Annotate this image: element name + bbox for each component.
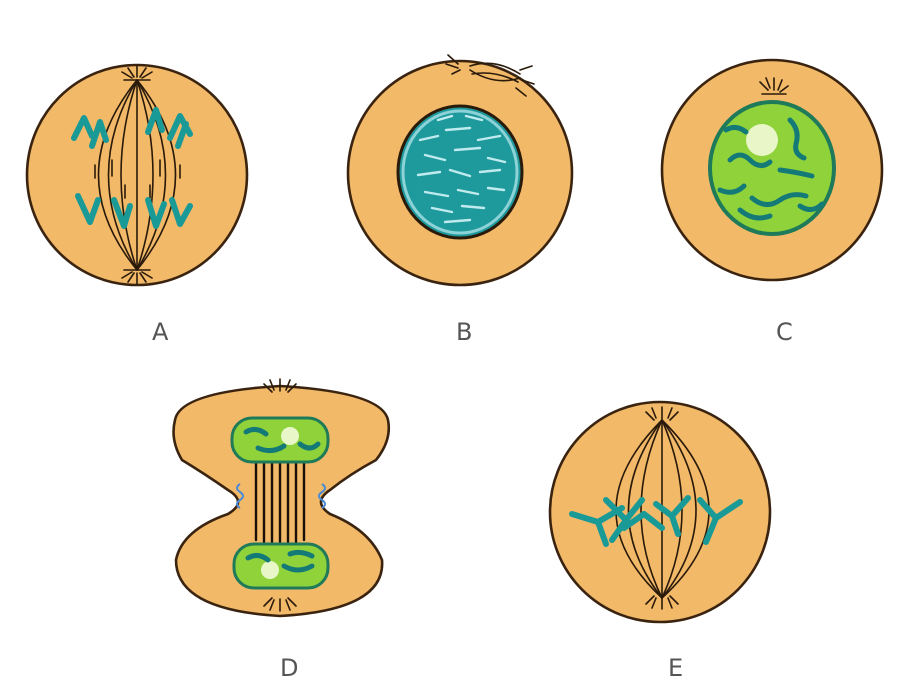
cell-e-membrane xyxy=(550,402,770,622)
label-d: D xyxy=(280,654,298,682)
cell-e xyxy=(550,402,770,622)
cell-d xyxy=(174,379,389,616)
label-c: C xyxy=(776,318,793,346)
cell-d-nucleus-top xyxy=(232,418,328,462)
cell-c-nucleolus xyxy=(746,124,778,156)
label-b: B xyxy=(456,318,472,346)
cell-c-nucleus xyxy=(710,102,834,234)
cell-b xyxy=(348,55,572,285)
label-a: A xyxy=(152,318,169,346)
cell-d-nucleus-bottom xyxy=(234,544,328,588)
cell-d-spindle-remnants xyxy=(256,460,304,542)
cell-c xyxy=(662,60,882,280)
label-e: E xyxy=(668,654,683,682)
cell-a xyxy=(27,65,247,285)
